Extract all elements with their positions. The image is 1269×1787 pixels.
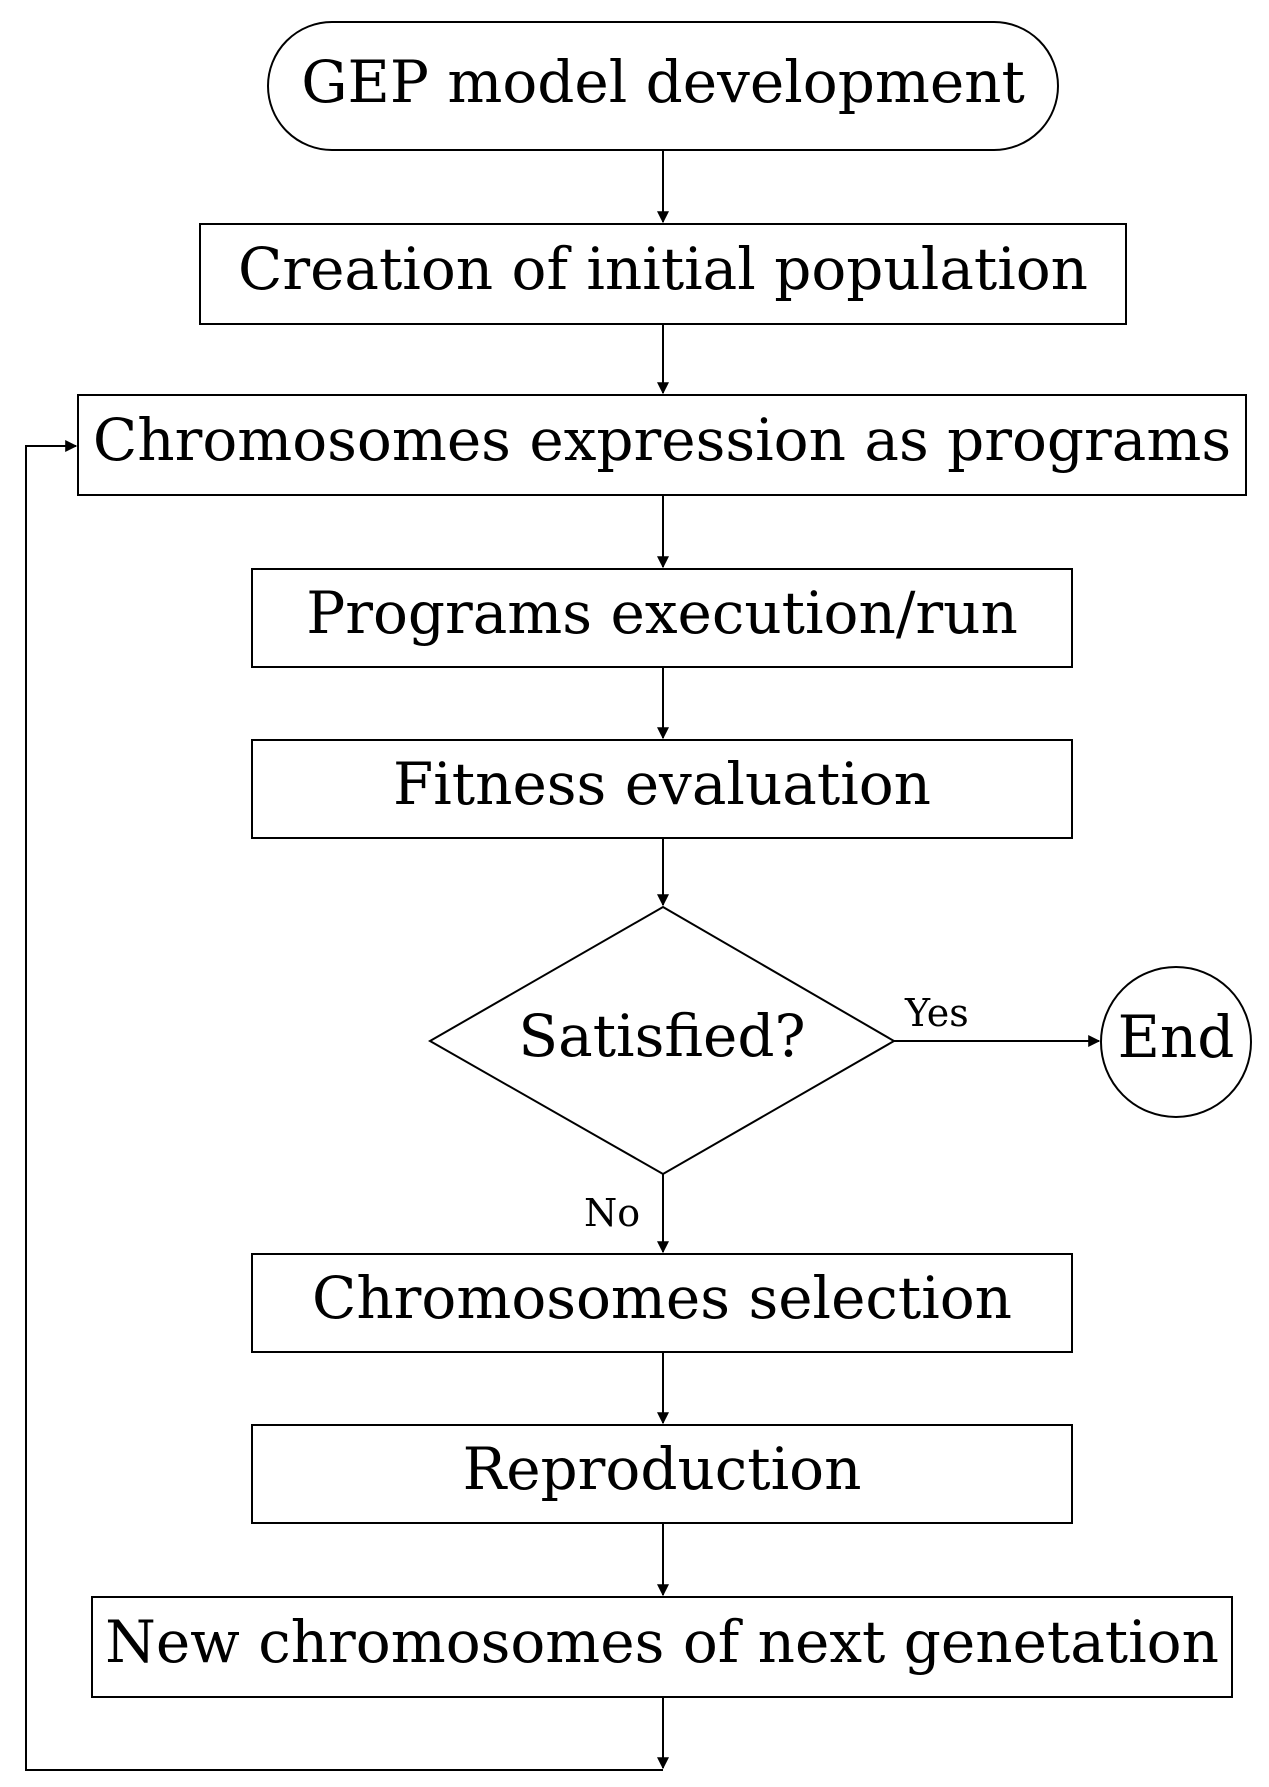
loop-back-connector: [25, 440, 663, 1771]
yes-label: Yes: [904, 991, 969, 1035]
end-node: End: [1100, 966, 1252, 1118]
start-node: GEP model development: [267, 21, 1059, 151]
reproduction-label: Reproduction: [463, 1435, 862, 1503]
new-generation-label: New chromosomes of next genetation: [105, 1608, 1219, 1676]
start-node-label: GEP model development: [301, 48, 1025, 116]
fitness-node: Fitness evaluation: [251, 739, 1073, 839]
expression-label: Chromosomes expression as programs: [93, 406, 1231, 474]
no-label: No: [584, 1191, 640, 1235]
expression-node: Chromosomes expression as programs: [77, 394, 1247, 496]
selection-label: Chromosomes selection: [312, 1264, 1012, 1332]
decision-node: Satisfied?: [427, 905, 896, 1176]
fitness-label: Fitness evaluation: [393, 750, 931, 818]
create-population-label: Creation of initial population: [238, 235, 1088, 303]
selection-node: Chromosomes selection: [251, 1253, 1073, 1353]
end-label: End: [1118, 1003, 1235, 1071]
reproduction-node: Reproduction: [251, 1424, 1073, 1524]
create-population-node: Creation of initial population: [199, 223, 1127, 325]
decision-label: Satisfied?: [518, 1002, 805, 1070]
new-generation-node: New chromosomes of next genetation: [91, 1596, 1233, 1698]
execution-label: Programs execution/run: [306, 579, 1018, 647]
execution-node: Programs execution/run: [251, 568, 1073, 668]
